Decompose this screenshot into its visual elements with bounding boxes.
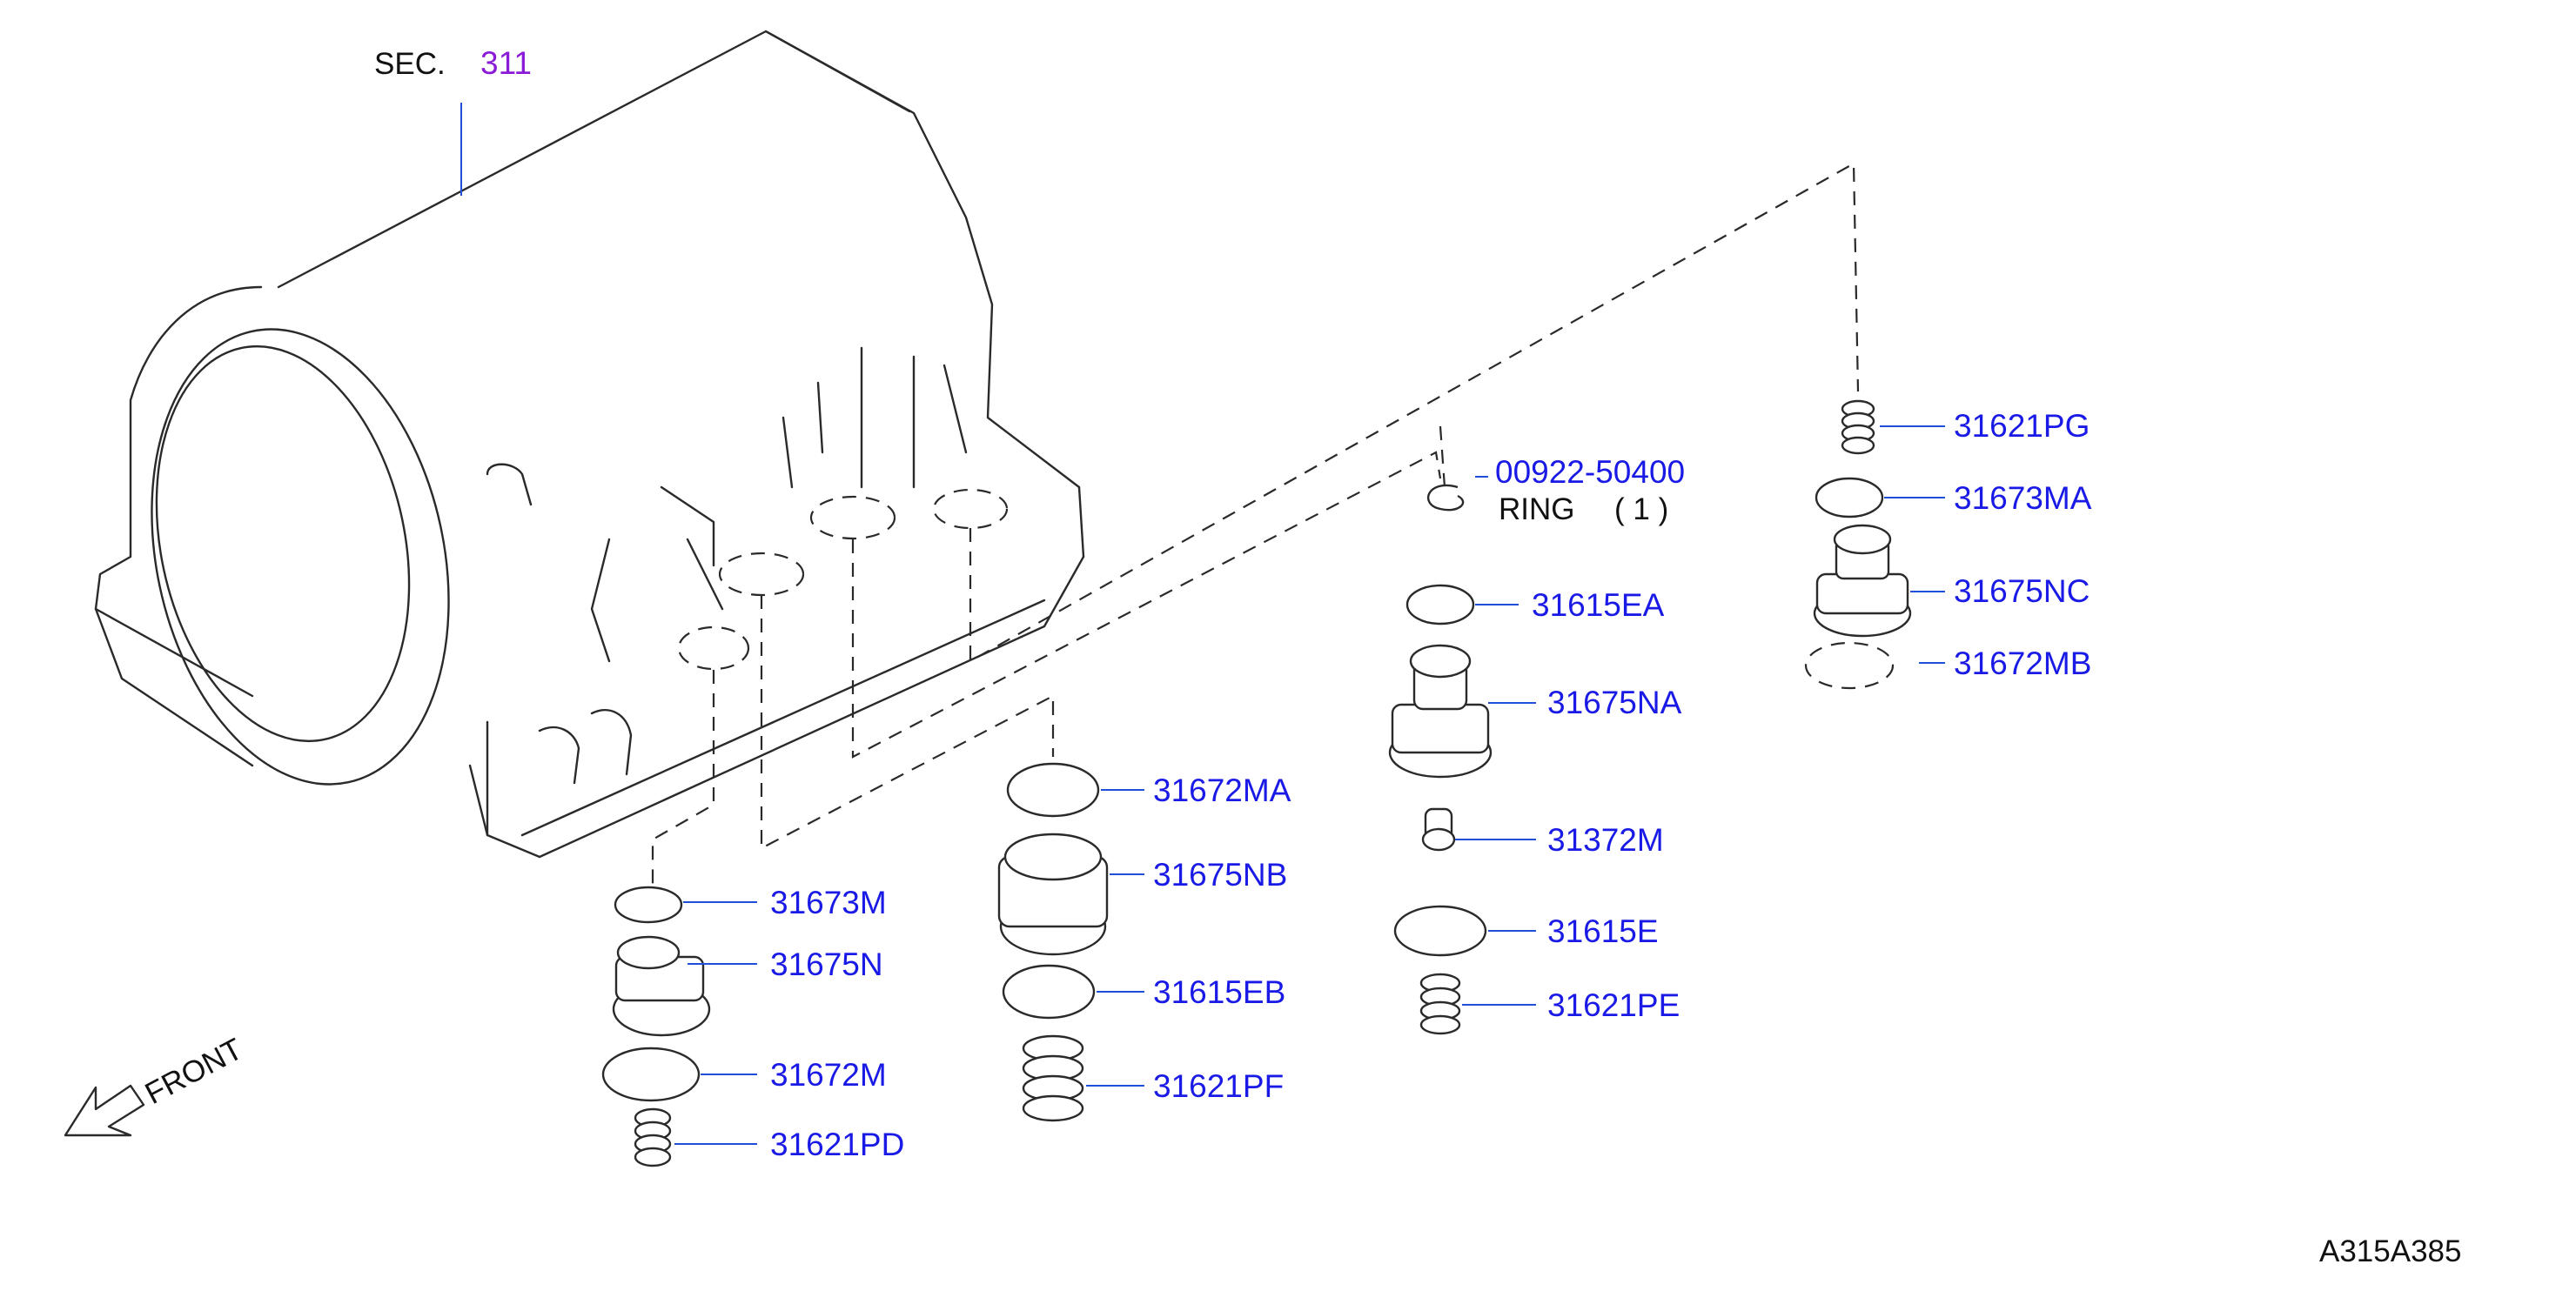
part-31621PG-spring (1841, 399, 1875, 455)
ring-name-label: RING (1499, 492, 1575, 526)
part-number-31615EA[interactable]: 31615EA (1532, 587, 1665, 623)
part-number-31673M[interactable]: 31673M (770, 885, 887, 920)
ring-qty-label: ( 1 ) (1614, 492, 1668, 526)
part-number-31675NC[interactable]: 31675NC (1954, 573, 2090, 609)
assembly-guide-lines (651, 162, 1860, 887)
part-number-31615E[interactable]: 31615E (1547, 913, 1659, 949)
part-number-31672MA[interactable]: 31672MA (1153, 773, 1291, 808)
part-31672M (601, 1047, 701, 1102)
part-31673M (614, 886, 683, 924)
front-arrow-icon (64, 1084, 145, 1137)
part-31675NA (1388, 644, 1493, 779)
part-31675NB (997, 833, 1109, 956)
part-number-31675NB[interactable]: 31675NB (1153, 857, 1287, 893)
part-31673MA (1815, 477, 1884, 518)
part-31372M (1421, 807, 1456, 852)
part-31615EB (1002, 964, 1096, 1020)
part-number-31615EB[interactable]: 31615EB (1153, 974, 1285, 1010)
part-31621PF-spring (1022, 1034, 1084, 1122)
part-number-31372M[interactable]: 31372M (1547, 822, 1664, 858)
leader-lines (460, 103, 1945, 1145)
diagram-code-label: A315A385 (2319, 1234, 2461, 1268)
part-number-00922-50400[interactable]: 00922-50400 (1495, 454, 1685, 490)
part-number-31675N[interactable]: 31675N (770, 947, 883, 982)
part-00922-50400-ring (1426, 484, 1465, 512)
part-31672MB (1804, 641, 1895, 690)
part-number-31672M[interactable]: 31672M (770, 1057, 887, 1093)
part-number-31621PD[interactable]: 31621PD (770, 1127, 904, 1162)
part-number-31621PG[interactable]: 31621PG (1954, 408, 2090, 444)
section-prefix-label: SEC. (374, 47, 446, 81)
part-number-31621PF[interactable]: 31621PF (1153, 1068, 1284, 1104)
transmission-housing (94, 30, 1085, 859)
part-number-31673MA[interactable]: 31673MA (1954, 480, 2092, 516)
part-31675NC (1813, 524, 1912, 638)
part-31615E (1393, 905, 1487, 957)
section-number-link[interactable]: 311 (480, 45, 532, 81)
part-number-31621PE[interactable]: 31621PE (1547, 987, 1680, 1023)
part-31621PD-spring (634, 1107, 672, 1167)
front-direction-label: FRONT (139, 1032, 248, 1111)
part-31621PE-spring (1419, 973, 1461, 1035)
part-31615EA (1405, 584, 1475, 625)
part-number-31675NA[interactable]: 31675NA (1547, 685, 1682, 720)
part-31672MA (1006, 762, 1100, 818)
part-31675N (612, 935, 711, 1037)
part-number-31672MB[interactable]: 31672MB (1954, 646, 2091, 681)
